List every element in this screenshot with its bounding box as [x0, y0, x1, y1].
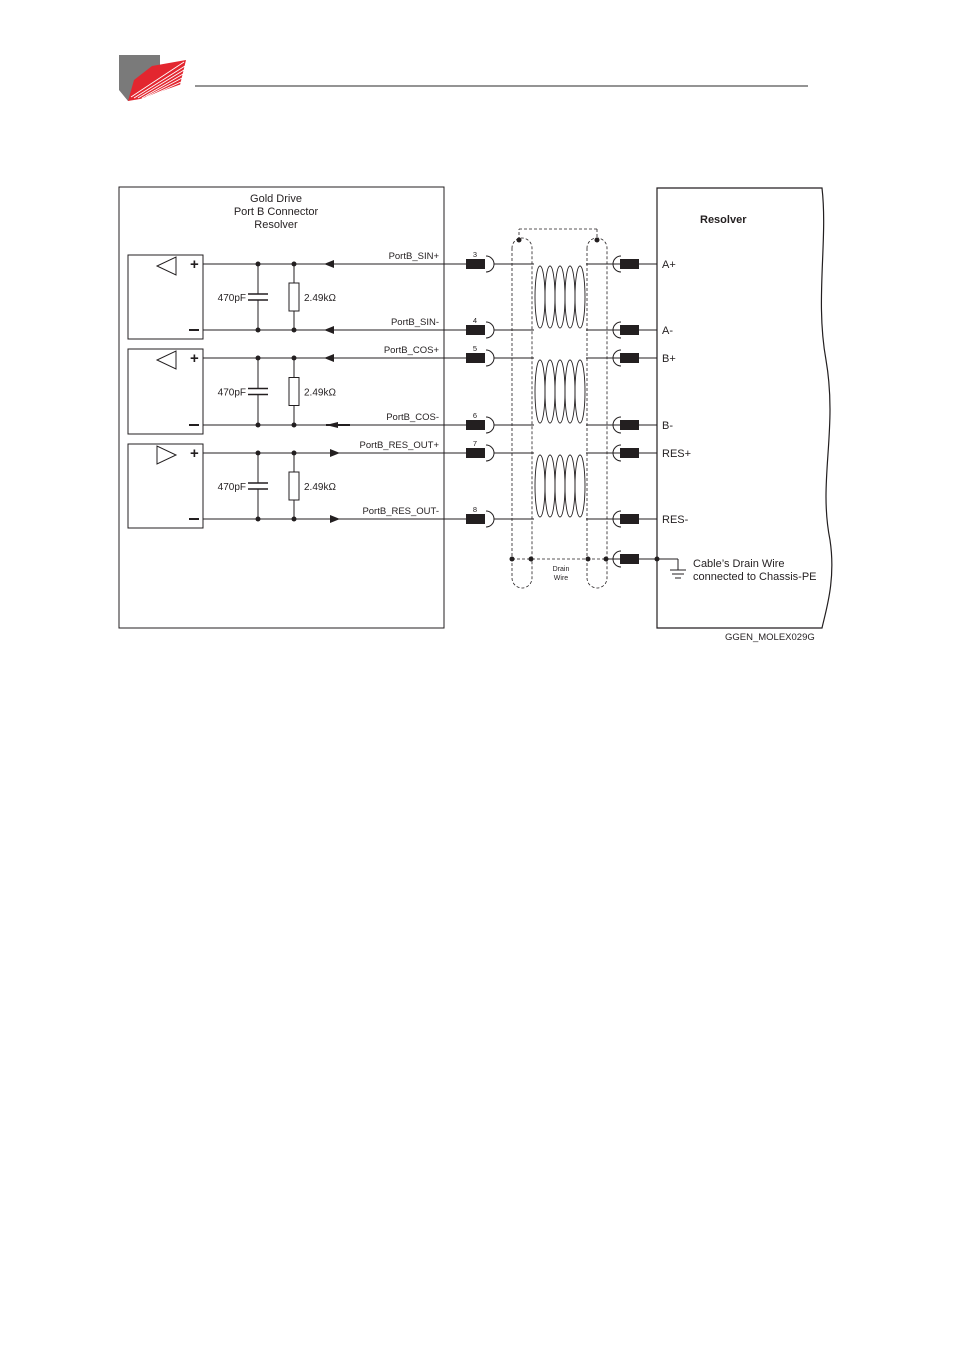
- twisted-pair-loop: [565, 266, 575, 328]
- twisted-pair-loop: [545, 455, 555, 517]
- signal-label: PortB_SIN+: [389, 251, 440, 262]
- resistor-body: [289, 283, 299, 311]
- drive-title-line1: Gold Drive: [250, 193, 302, 205]
- connector-socket: [486, 322, 494, 338]
- twisted-pair-loop: [575, 455, 585, 517]
- connector-socket: [486, 256, 494, 272]
- pin-number: 7: [473, 439, 477, 448]
- connector-pin: [466, 514, 485, 524]
- twisted-pair-loop: [555, 360, 565, 423]
- signal-label: PortB_COS-: [386, 412, 439, 423]
- connector-socket: [486, 511, 494, 527]
- ground-icon: [670, 570, 686, 578]
- connector-pin: [620, 420, 639, 430]
- connector-socket: [486, 417, 494, 433]
- shield-node: [595, 238, 600, 243]
- connector-pin: [466, 420, 485, 430]
- resistor-value: 2.49kΩ: [304, 482, 336, 493]
- terminal-label: B+: [662, 353, 676, 365]
- pin-number: 8: [473, 505, 477, 514]
- connector-pin: [466, 353, 485, 363]
- signal-label: PortB_COS+: [384, 345, 440, 356]
- pin-number: 4: [473, 316, 477, 325]
- terminal-label: RES-: [662, 514, 689, 526]
- twisted-pair-loop: [565, 455, 575, 517]
- resistor-value: 2.49kΩ: [304, 293, 336, 304]
- twisted-pair-loop: [575, 266, 585, 328]
- twisted-pair-loop: [535, 360, 545, 423]
- drive-title-line2: Port B Connector: [234, 206, 319, 218]
- connector-pin: [466, 259, 485, 269]
- signal-label: PortB_RES_OUT+: [360, 440, 440, 451]
- resolver-wiring-diagram: Gold Drive Port B Connector Resolver Res…: [0, 0, 955, 700]
- connector-pin: [620, 448, 639, 458]
- resistor-body: [289, 472, 299, 500]
- shield-node: [517, 238, 522, 243]
- connector-pin: [620, 514, 639, 524]
- signal-label: PortB_SIN-: [391, 317, 439, 328]
- signal-arrow: [324, 354, 334, 362]
- terminal-label: B-: [662, 420, 673, 432]
- twisted-pair-loop: [545, 266, 555, 328]
- twisted-pair-loop: [545, 360, 555, 423]
- connector-pin: [620, 259, 639, 269]
- twisted-pair-loop: [575, 360, 585, 423]
- receiver-triangle-icon: [157, 257, 176, 275]
- drive-title-line3: Resolver: [254, 219, 298, 231]
- resolver-title: Resolver: [700, 214, 747, 226]
- drain-wire-label-line1: Drain: [553, 566, 570, 573]
- capacitor-value: 470pF: [218, 388, 246, 399]
- terminal-label: A-: [662, 325, 673, 337]
- cable-shield: [512, 229, 607, 588]
- drain-note-line2: connected to Chassis-PE: [693, 571, 817, 583]
- twisted-pair-loop: [555, 455, 565, 517]
- connector-pin: [466, 448, 485, 458]
- drain-note-line1: Cable’s Drain Wire: [693, 558, 785, 570]
- pin-number: 5: [473, 344, 477, 353]
- twisted-pair-loop: [535, 455, 545, 517]
- connector-pin: [620, 353, 639, 363]
- resistor-body: [289, 378, 299, 406]
- plus-sign: +: [190, 445, 199, 462]
- twisted-pair-loop: [555, 266, 565, 328]
- signal-arrow: [330, 449, 340, 457]
- receiver-triangle-icon: [157, 351, 176, 369]
- drain-node: [510, 557, 515, 562]
- driver-triangle-icon: [157, 446, 176, 464]
- plus-sign: +: [190, 350, 199, 367]
- pin-number: 3: [473, 250, 477, 259]
- signal-label: PortB_RES_OUT-: [362, 506, 439, 517]
- connector-socket: [486, 445, 494, 461]
- drain-node: [586, 557, 591, 562]
- terminal-label: A+: [662, 259, 676, 271]
- drain-node: [529, 557, 534, 562]
- twisted-pair-loop: [565, 360, 575, 423]
- connector-pin: [620, 325, 639, 335]
- connector-pin: [466, 325, 485, 335]
- signal-channels: +470pF 2.49kΩ PortB_SIN+ PortB_SIN- 3 4 A+ A- +4…: [128, 250, 691, 528]
- resistor-value: 2.49kΩ: [304, 388, 336, 399]
- drain-wire-label-line2: Wire: [554, 575, 568, 582]
- signal-arrow: [330, 515, 340, 523]
- drain-connector-pin: [620, 554, 639, 564]
- signal-arrow: [324, 326, 334, 334]
- capacitor-value: 470pF: [218, 482, 246, 493]
- chassis-node: [655, 557, 660, 562]
- plus-sign: +: [190, 256, 199, 273]
- connector-socket: [486, 350, 494, 366]
- signal-arrow: [324, 260, 334, 268]
- pin-number: 6: [473, 411, 477, 420]
- figure-code: GGEN_MOLEX029G: [725, 632, 815, 643]
- twisted-pair-loop: [535, 266, 545, 328]
- capacitor-value: 470pF: [218, 293, 246, 304]
- terminal-label: RES+: [662, 448, 691, 460]
